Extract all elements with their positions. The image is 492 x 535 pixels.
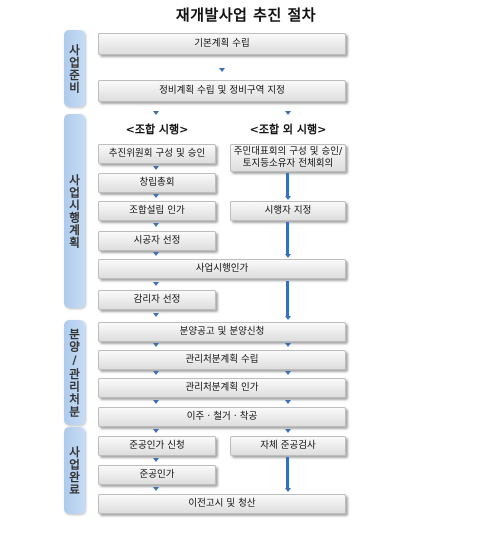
step-transfer-settlement: 이전고시 및 청산 — [98, 494, 346, 514]
connector-line — [286, 173, 289, 197]
step-basic-plan: 기본계획 수립 — [98, 33, 346, 55]
phase-prep-label: 사업준비 — [67, 43, 82, 94]
phase-plan-label: 사업시행계획 — [67, 173, 82, 249]
arrow-down-icon — [153, 371, 159, 375]
step-resident-representative: 주민대표회의 구성 및 승인/ 토지등소유자 전체회의 — [230, 144, 346, 172]
step-operator-designation: 시행자 지정 — [230, 201, 346, 221]
step-founding-meeting: 창립총회 — [98, 173, 216, 193]
arrow-down-icon — [285, 111, 291, 115]
arrow-down-icon — [153, 343, 159, 347]
step-maintenance-plan: 정비계획 수립 및 정비구역 지정 — [98, 80, 346, 102]
connector-line — [286, 457, 289, 489]
step-contractor-selection: 시공자 선정 — [98, 231, 216, 251]
step-self-inspection: 자체 준공검사 — [230, 436, 346, 456]
arrow-down-icon — [285, 254, 291, 258]
step-disposal-authorization: 관리처분계획 인가 — [98, 378, 346, 398]
arrow-down-icon — [153, 458, 159, 462]
page-title: 재개발사업 추진 절차 — [175, 6, 317, 24]
arrow-down-icon — [219, 68, 225, 72]
arrow-down-icon — [153, 223, 159, 227]
arrow-down-icon — [153, 166, 159, 170]
step-relocation: 이주 · 철거 · 착공 — [98, 407, 346, 427]
arrow-down-icon — [285, 196, 291, 200]
arrow-down-icon — [153, 252, 159, 256]
step-resident-rep-line1: 주민대표회의 구성 및 승인/ — [233, 146, 343, 157]
step-union-authorization: 조합설립 인가 — [98, 201, 216, 221]
connector-line — [286, 281, 289, 317]
phase-plan: 사업시행계획 — [64, 114, 85, 308]
arrow-down-icon — [153, 400, 159, 404]
arrow-down-icon — [285, 429, 291, 433]
header-union: <조합 시행> — [125, 123, 189, 136]
step-disposal-plan: 관리처분계획 수립 — [98, 350, 346, 370]
step-project-authorization: 사업시행인가 — [98, 259, 346, 279]
arrow-down-icon — [153, 487, 159, 491]
arrow-down-icon — [285, 488, 291, 492]
step-sale-announcement: 분양공고 및 분양신청 — [98, 322, 346, 342]
arrow-down-icon — [153, 429, 159, 433]
step-completion-authorization: 준공인가 — [98, 465, 216, 485]
connector-line — [286, 222, 289, 255]
step-promotion-committee: 추진위원회 구성 및 승인 — [98, 144, 216, 164]
arrow-down-icon — [285, 371, 291, 375]
arrow-down-icon — [285, 316, 291, 320]
header-non-union: <조합 외 시행> — [249, 123, 327, 136]
arrow-down-icon — [153, 313, 159, 317]
arrow-down-icon — [285, 343, 291, 347]
phase-complete: 사업완료 — [64, 427, 85, 514]
arrow-down-icon — [153, 282, 159, 286]
arrow-down-icon — [285, 400, 291, 404]
step-resident-rep-line2: 토지등소유자 전체회의 — [242, 158, 334, 169]
phase-sale-label: 분양/관리처분 — [67, 327, 82, 418]
step-inspector-selection: 감리자 선정 — [98, 290, 216, 310]
step-completion-application: 준공인가 신청 — [98, 436, 216, 456]
arrow-down-icon — [153, 111, 159, 115]
arrow-down-icon — [153, 194, 159, 198]
phase-complete-label: 사업완료 — [67, 445, 82, 496]
phase-sale: 분양/관리처분 — [64, 320, 85, 425]
phase-prep: 사업준비 — [64, 30, 85, 107]
